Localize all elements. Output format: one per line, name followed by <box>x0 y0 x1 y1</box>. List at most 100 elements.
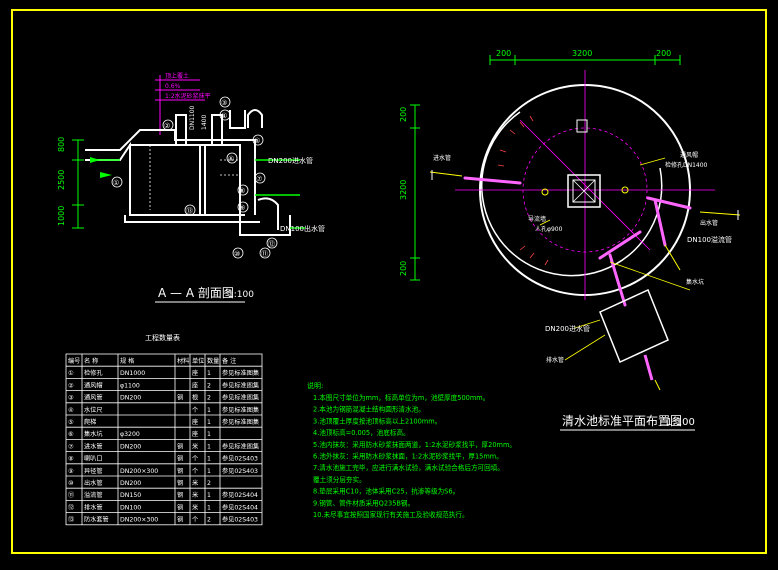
plan-dim-left-top: 200 <box>399 107 408 122</box>
table-cell: 1 <box>207 504 211 511</box>
note-line: 1.本图尺寸单位为mm，标高单位为m，池壁厚度500mm。 <box>313 393 489 402</box>
table-cell: 1 <box>207 407 211 414</box>
table-cell: 参见02S404 <box>222 491 258 499</box>
table-header-cell: 编号 <box>68 357 80 365</box>
table-cell: 座 <box>192 381 198 389</box>
table-cell: 钢 <box>177 455 183 463</box>
balloon-4: ④ <box>221 112 227 120</box>
table-cell: 集水坑 <box>84 430 103 438</box>
table-cell: 个 <box>192 407 198 414</box>
table-cell: 米 <box>192 503 198 511</box>
table-cell: 钢 <box>177 442 183 450</box>
table-cell: 通风管 <box>84 394 103 402</box>
table-cell: 1 <box>207 370 211 377</box>
table-cell: 座 <box>192 418 198 426</box>
table-cell: 参见标准图集 <box>222 406 259 414</box>
table-cell: ④ <box>68 407 74 414</box>
plan-label-vent: 通风帽 <box>680 151 698 159</box>
table-cell: 参见02S403 <box>222 516 258 524</box>
table-cell: 2 <box>207 395 211 402</box>
plan-label-dn200: DN200进水管 <box>545 324 590 333</box>
drawing-border <box>11 9 767 554</box>
table-header-cell: 名 称 <box>84 357 98 365</box>
table-cell: 1 <box>207 443 211 450</box>
plan-dim-top-right: 200 <box>656 49 671 58</box>
note-line: 5.池内抹灰：采用防水砂浆抹面两道，1:2水泥砂浆找平，厚20mm。 <box>313 440 516 449</box>
table-cell: DN200 <box>120 443 141 450</box>
table-cell: 排水管 <box>84 503 103 511</box>
section-dim-dn1100: DN1100 <box>189 105 196 130</box>
note-line: 9.钢管、管件材质采用Q235B钢。 <box>313 498 414 507</box>
table-cell: ② <box>68 382 74 389</box>
table-cell: DN200×300 <box>120 468 158 475</box>
design-notes: 说明: 1.本图尺寸单位为mm，标高单位为m，池壁厚度500mm。2.本池为钢筋… <box>307 381 516 519</box>
note-line: 3.池顶覆土厚度按池顶标高以上2100mm。 <box>313 416 441 425</box>
table-cell: 1 <box>207 492 211 499</box>
table-cell: ⑧ <box>68 456 74 463</box>
table-cell: DN100 <box>120 504 141 511</box>
note-line: 10.未尽事宜按照国家现行有关施工及验收规范执行。 <box>313 510 469 519</box>
table-cell: ⑬ <box>68 516 74 524</box>
balloon-12: ⑫ <box>268 240 275 248</box>
table-cell: 1 <box>207 419 211 426</box>
table-cell: 参见标准图集 <box>222 394 259 402</box>
table-cell: 钢 <box>177 503 183 511</box>
table-cell: ⑪ <box>68 491 74 499</box>
table-cell: ⑦ <box>68 443 74 450</box>
table-cell: 参见02S403 <box>222 467 258 475</box>
plan-label-hole: 人孔φ900 <box>535 225 563 233</box>
table-header-cell: 数量 <box>207 357 219 365</box>
plan-label-sump: 集水坑 <box>686 278 704 286</box>
note-line: 4.池顶标高=0.005，池底标高。 <box>313 428 410 437</box>
section-dim-800: 800 <box>57 137 66 152</box>
table-cell: DN1000 <box>120 370 145 377</box>
balloon-8: ⑧ <box>239 187 245 195</box>
table-cell: 参见标准图集 <box>222 442 259 450</box>
section-view: 800 2500 1000 顶上覆土 0.6% 1:2水泥砂浆抹平 <box>57 72 325 303</box>
table-header-cell: 材料 <box>177 357 189 365</box>
note-line: 8.垫层采用C10，池体采用C25，抗渗等级为S6。 <box>313 487 459 496</box>
table-cell: 钢 <box>177 394 183 402</box>
table-cell: 钢 <box>177 491 183 499</box>
table-cell: DN150 <box>120 492 141 499</box>
table-cell: 爬梯 <box>84 418 96 426</box>
plan-dim-top-mid: 3200 <box>572 49 592 58</box>
table-cell: 米 <box>192 442 198 450</box>
table-cell: ⑩ <box>68 480 74 487</box>
balloon-5: ⑤ <box>254 137 260 145</box>
section-dim-1000: 1000 <box>57 206 66 226</box>
table-cell: 座 <box>192 369 198 377</box>
table-cell: ③ <box>68 395 74 402</box>
plan-label-outlet: 出水管 <box>700 219 718 227</box>
table-cell: DN200×300 <box>120 517 158 524</box>
table-cell: 钢 <box>177 479 183 487</box>
table-cell: 出水管 <box>84 479 103 487</box>
table-title: 工程数量表 <box>145 333 180 342</box>
balloon-6: ⑥ <box>228 155 234 163</box>
balloon-3: ③ <box>221 99 227 107</box>
section-label-outlet: DN100出水管 <box>280 224 325 233</box>
table-cell: 参见02S404 <box>222 503 258 511</box>
table-cell: 喇叭口 <box>84 455 103 463</box>
section-dim-1400: 1400 <box>201 115 208 130</box>
plan-title: 清水池标准平面布置图 <box>562 414 682 428</box>
table-cell: DN200 <box>120 395 141 402</box>
plan-dim-top-left: 200 <box>496 49 511 58</box>
section-dim-2500: 2500 <box>57 170 66 190</box>
section-label-slope: 0.6% <box>165 83 181 90</box>
table-cell: ⑨ <box>68 468 74 475</box>
table-cell: 个 <box>192 456 198 463</box>
balloon-10: ⑩ <box>234 250 240 258</box>
table-cell: 个 <box>192 517 198 524</box>
table-cell: ① <box>68 370 74 377</box>
table-cell: φ3200 <box>120 431 140 438</box>
table-header-cell: 单位 <box>192 357 204 365</box>
balloon-1: ① <box>113 179 119 187</box>
table-cell: ⑥ <box>68 431 74 438</box>
table-cell: 米 <box>192 479 198 487</box>
table-cell: 2 <box>207 382 211 389</box>
table-cell: φ1100 <box>120 382 140 389</box>
plan-dim-left-mid: 3200 <box>399 180 408 200</box>
